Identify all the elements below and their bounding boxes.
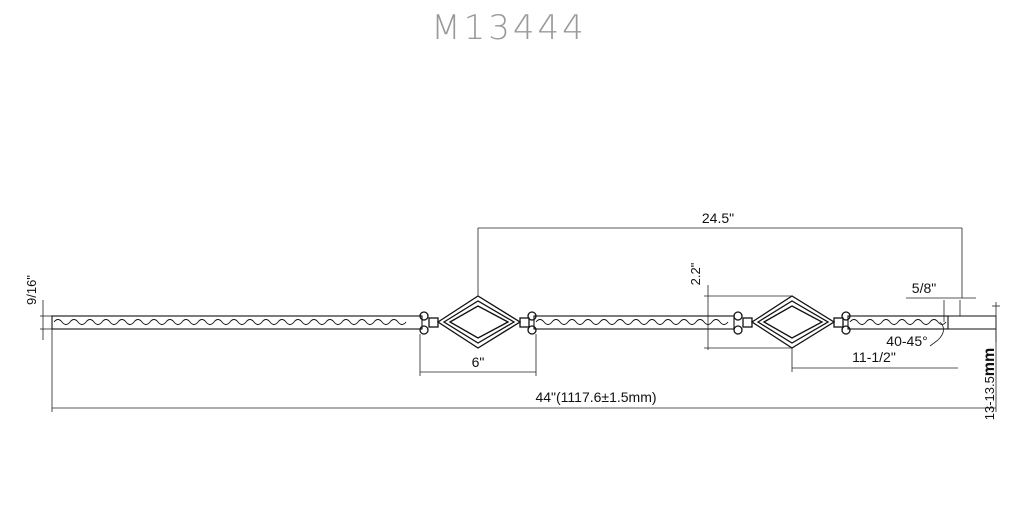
dim-label-overall-length: 44"(1117.6±1.5mm) xyxy=(535,389,656,405)
dimension-ornament-height: 2.2" xyxy=(688,262,792,350)
dimension-ornament-width: 6" xyxy=(419,334,537,376)
dimension-bar-thickness: 9/16" xyxy=(24,275,52,340)
wire-range-unit: mm xyxy=(981,348,998,376)
dimension-end-offset: 11-1/2" xyxy=(791,348,958,372)
dim-label-end-offset: 11-1/2" xyxy=(852,349,896,365)
svg-text:13-13.5mm: 13-13.5mm xyxy=(981,348,998,421)
dim-label-bar-thickness: 9/16" xyxy=(24,275,39,305)
dim-label-ornament-height: 2.2" xyxy=(688,262,703,285)
dim-label-center-to-center: 24.5" xyxy=(702,210,734,226)
left-diamond-ornament xyxy=(419,295,537,349)
dimension-end-cut: 5/8" xyxy=(906,280,976,322)
dimension-angle: 40-45° xyxy=(886,321,944,349)
dimension-wire-range: 13-13.5mm xyxy=(981,302,1000,420)
baluster-bar xyxy=(51,315,997,330)
right-diamond-ornament xyxy=(733,295,851,349)
dim-label-angle: 40-45° xyxy=(886,333,927,349)
dimension-overall-length: 44"(1117.6±1.5mm) xyxy=(51,329,997,412)
part-number-title: M13444 xyxy=(431,8,587,48)
dimension-center-to-center: 24.5" xyxy=(477,210,963,298)
dim-label-end-cut: 5/8" xyxy=(912,280,936,296)
wire-range-value: 13-13.5 xyxy=(982,376,997,420)
dim-label-ornament-width: 6" xyxy=(472,354,485,370)
